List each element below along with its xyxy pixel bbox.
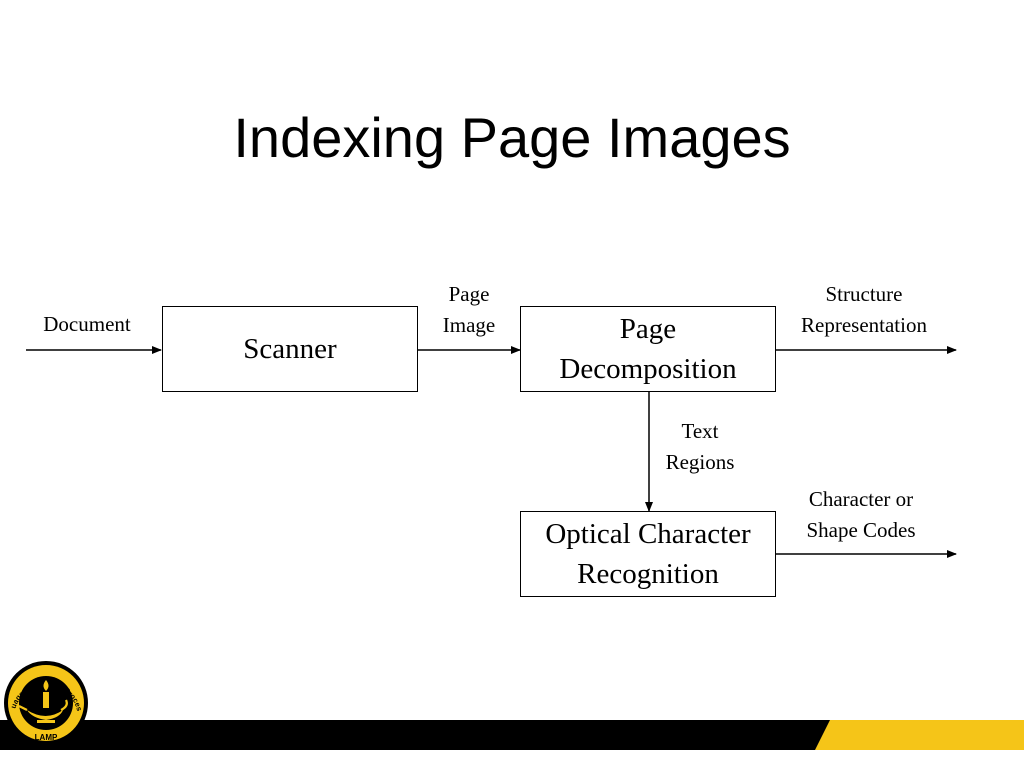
logo-acronym: LAMP	[35, 733, 58, 742]
structure-representation-label: Structure Representation	[801, 282, 927, 337]
ocr-label: Optical Character Recognition	[545, 518, 751, 590]
lamp-logo: Language And Media Processing LAMP	[3, 660, 88, 745]
bottom-bar	[0, 720, 1024, 750]
scanner-label: Scanner	[243, 333, 337, 365]
character-codes-label: Character or Shape Codes	[806, 487, 916, 542]
lamp-icon	[18, 680, 68, 723]
page-image-label: Page Image	[442, 282, 496, 337]
page-decomposition-label: Page Decomposition	[559, 313, 737, 385]
scanner-box: Scanner	[162, 306, 418, 392]
page-decomposition-box: Page Decomposition	[520, 306, 776, 392]
slide-title: Indexing Page Images	[233, 106, 791, 169]
ocr-box: Optical Character Recognition	[520, 511, 776, 597]
document-label: Document	[43, 312, 131, 336]
bottom-bar-gold	[815, 720, 1024, 750]
text-regions-label: Text Regions	[665, 419, 735, 474]
